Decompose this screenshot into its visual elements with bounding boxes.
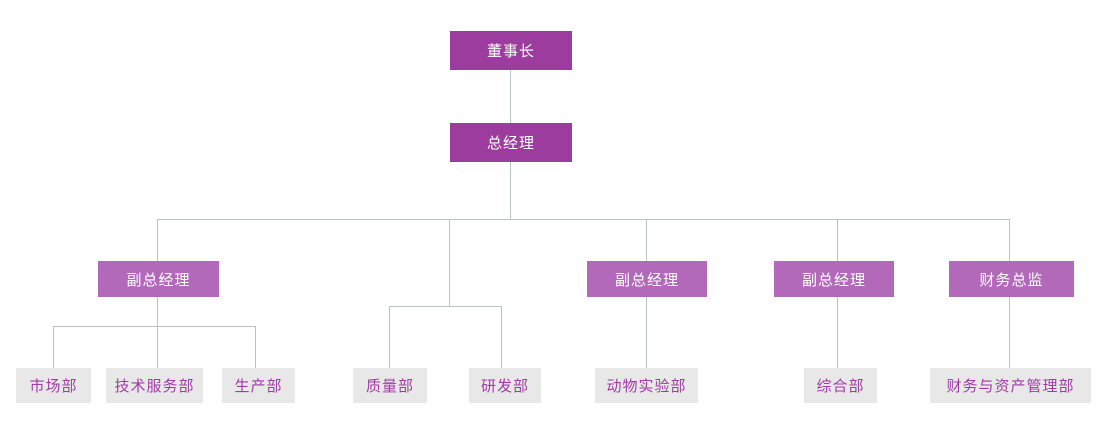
node-general-manager: 总经理 bbox=[450, 123, 572, 162]
connector-cfo-down bbox=[1009, 297, 1010, 368]
node-production-dept: 生产部 bbox=[222, 368, 295, 403]
connector-mid-rail bbox=[389, 306, 502, 307]
connector-vp1-rail bbox=[53, 326, 256, 327]
node-marketing-dept: 市场部 bbox=[16, 368, 91, 403]
node-rd-dept: 研发部 bbox=[469, 368, 541, 403]
connector-vp2-down bbox=[646, 297, 647, 368]
connector-drop-cfo bbox=[1009, 219, 1010, 261]
node-finance-asset-dept: 财务与资产管理部 bbox=[930, 368, 1091, 403]
node-chairman: 董事长 bbox=[450, 31, 572, 70]
connector-vp1-down bbox=[157, 297, 158, 368]
node-quality-dept: 质量部 bbox=[353, 368, 427, 403]
connector-drop-production bbox=[255, 326, 256, 368]
node-vice-gm-3: 副总经理 bbox=[774, 261, 894, 297]
connector-vp3-down bbox=[837, 297, 838, 368]
connector-chairman-gm bbox=[510, 70, 511, 123]
connector-drop-marketing bbox=[53, 326, 54, 368]
connector-drop-mid-branch bbox=[449, 219, 450, 306]
connector-drop-vp3 bbox=[837, 219, 838, 261]
connector-drop-vp1 bbox=[157, 219, 158, 261]
connector-gm-drop bbox=[510, 162, 511, 219]
connector-main-rail bbox=[157, 219, 1010, 220]
connector-drop-vp2 bbox=[646, 219, 647, 261]
connector-drop-rd bbox=[501, 306, 502, 368]
node-vice-gm-2: 副总经理 bbox=[587, 261, 707, 297]
node-general-affairs-dept: 综合部 bbox=[804, 368, 877, 403]
node-finance-director: 财务总监 bbox=[949, 261, 1074, 297]
node-animal-lab-dept: 动物实验部 bbox=[595, 368, 698, 403]
node-vice-gm-1: 副总经理 bbox=[98, 261, 219, 297]
connector-drop-quality bbox=[389, 306, 390, 368]
node-tech-service-dept: 技术服务部 bbox=[106, 368, 203, 403]
